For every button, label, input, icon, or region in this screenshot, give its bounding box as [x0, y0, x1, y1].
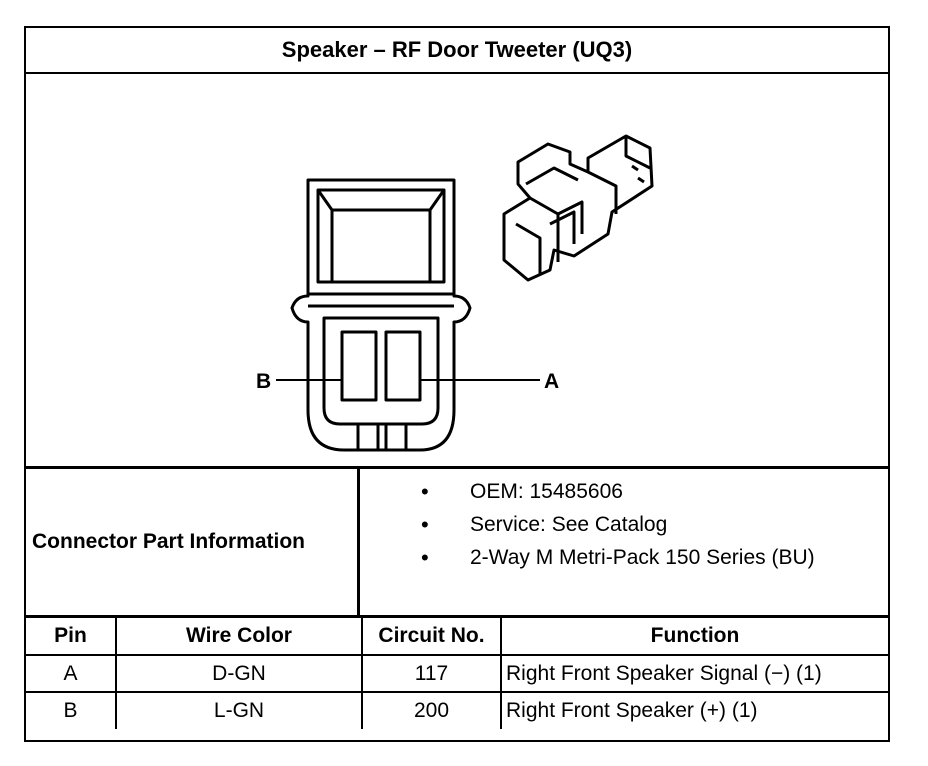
connector-sheet: Speaker – RF Door Tweeter (UQ3): [24, 26, 890, 742]
connector-info-list: • OEM: 15485606 • Service: See Catalog •…: [363, 475, 888, 574]
connector-iso-sketch: [502, 134, 654, 282]
cell-wire-color: D-GN: [115, 654, 363, 693]
bullet-icon: •: [421, 479, 429, 504]
latch-panel: [316, 188, 446, 284]
cell-wire-color: L-GN: [115, 691, 363, 729]
list-item: • Service: See Catalog: [363, 508, 888, 541]
key-slot: [356, 422, 380, 452]
cell-pin: A: [26, 654, 117, 693]
connector-figure: B A: [26, 74, 888, 469]
pin-label-a: A: [544, 370, 559, 393]
cavity-frame: [322, 316, 440, 426]
sheet-title: Speaker – RF Door Tweeter (UQ3): [26, 28, 888, 74]
cell-circuit-no: 200: [361, 691, 502, 729]
list-item: • OEM: 15485606: [363, 475, 888, 508]
bullet-icon: •: [421, 512, 429, 537]
cell-function: Right Front Speaker (+) (1): [500, 691, 888, 729]
table-header-row: Pin Wire Color Circuit No. Function: [26, 618, 888, 656]
cell-circuit-no: 117: [361, 654, 502, 693]
terminal-cavity-b: [340, 330, 378, 402]
header-circuit-no: Circuit No.: [361, 618, 502, 656]
oem-part-number: OEM: 15485606: [470, 480, 623, 503]
table-row: A D-GN 117 Right Front Speaker Signal (−…: [26, 654, 888, 693]
connector-info-row: Connector Part Information • OEM: 154856…: [26, 469, 888, 618]
header-function: Function: [500, 618, 888, 656]
header-wire-color: Wire Color: [115, 618, 363, 656]
terminal-cavity-a: [384, 330, 422, 402]
bullet-icon: •: [421, 545, 429, 570]
list-item: • 2-Way M Metri-Pack 150 Series (BU): [363, 541, 888, 574]
cell-function: Right Front Speaker Signal (−) (1): [500, 654, 888, 693]
connector-info-label: Connector Part Information: [26, 469, 360, 615]
service-part: Service: See Catalog: [470, 513, 668, 536]
connector-series: 2-Way M Metri-Pack 150 Series (BU): [470, 546, 815, 569]
pinout-table: Pin Wire Color Circuit No. Function A D-…: [26, 618, 888, 729]
connector-face-drawing: B A: [256, 134, 654, 452]
table-row: B L-GN 200 Right Front Speaker (+) (1): [26, 691, 888, 729]
key-slot: [384, 422, 408, 452]
pin-label-b: B: [256, 370, 271, 393]
connector-body-outline: [290, 178, 472, 452]
cell-pin: B: [26, 691, 117, 729]
header-pin: Pin: [26, 618, 117, 656]
